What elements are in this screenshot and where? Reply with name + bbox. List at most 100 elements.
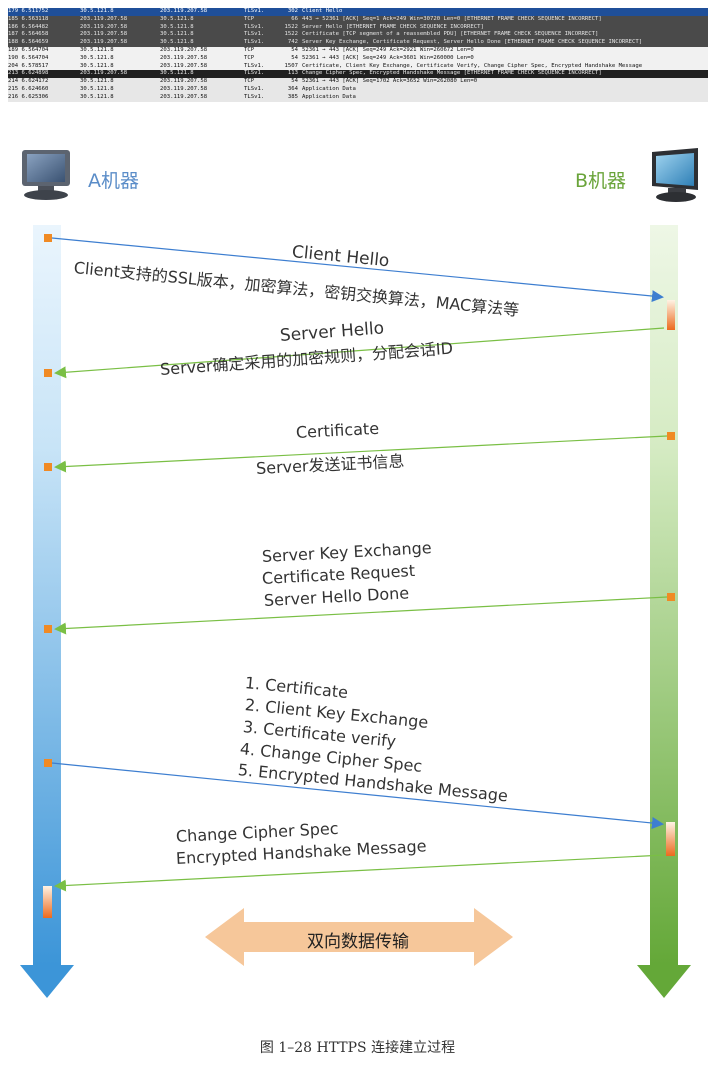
capture-row[interactable]: 214 6.624172 30.5.121.8 203.119.207.58 TCP 5… [8,78,708,86]
capture-cell-src: 203.119.207.58 [80,39,128,46]
capture-cell-proto: TLSv1. [244,70,265,77]
capture-cell-len: 364 [287,85,298,92]
capture-cell-proto: TLSv1. [244,93,265,100]
capture-cell-proto: TCP [244,46,255,53]
capture-cell-dst: 203.119.207.58 [160,62,208,69]
arrow-server-finished [54,854,665,892]
marker [44,234,52,242]
capture-cell-info: Application Data [302,85,356,92]
client-lane [20,225,74,998]
capture-cell-src: 30.5.121.8 [80,78,114,85]
marker [667,432,675,440]
arrow-client-finished [51,762,664,829]
capture-cell-no: 185 6.563118 [8,15,49,22]
marker [667,593,675,601]
capture-cell-info: 443 → 52361 [ACK] Seq=1 Ack=249 Win=3072… [302,15,602,22]
capture-cell-no: 213 6.624898 [8,70,49,77]
capture-cell-len: 113 [287,70,298,77]
bidirectional-transfer-label: 双向数据传输 [307,932,409,952]
machine-a-label: A机器 [88,170,139,192]
capture-row[interactable]: 216 6.625306 30.5.121.8 203.119.207.58 TLSv… [8,93,708,102]
capture-cell-dst: 203.119.207.58 [160,46,208,53]
capture-cell-no: 188 6.564659 [8,39,49,46]
capture-cell-info: Client Hello [302,8,343,14]
computer-b-icon [652,148,698,202]
marker [667,300,675,330]
capture-row[interactable]: 213 6.624898 203.119.207.58 30.5.121.8 TLSv… [8,70,708,79]
capture-cell-len: 54 [291,54,298,61]
capture-cell-proto: TCP [244,15,255,22]
capture-cell-src: 30.5.121.8 [80,85,114,92]
capture-cell-no: 215 6.624660 [8,85,49,92]
capture-cell-no: 204 6.578517 [8,62,49,69]
capture-cell-info: 52361 → 443 [ACK] Seq=1702 Ack=3652 Win=… [302,78,478,85]
capture-row[interactable]: 187 6.564658 203.119.207.58 30.5.121.8 TLSv… [8,31,708,40]
capture-cell-src: 30.5.121.8 [80,54,114,61]
capture-cell-no: 187 6.564658 [8,31,49,38]
capture-cell-no: 186 6.564482 [8,23,49,30]
capture-cell-dst: 30.5.121.8 [160,39,194,46]
capture-cell-info: Server Key Exchange, Certificate Request… [302,39,643,46]
capture-cell-dst: 30.5.121.8 [160,23,194,30]
capture-cell-no: 179 6.511752 [8,8,49,14]
arrow-client-hello [51,237,664,303]
capture-cell-info: Server Hello [ETHERNET FRAME CHECK SEQUE… [302,23,484,30]
figure-caption: 图 1–28 HTTPS 连接建立过程 [259,1040,456,1056]
capture-cell-dst: 203.119.207.58 [160,54,208,61]
capture-cell-len: 54 [291,78,298,85]
capture-cell-proto: TLSv1. [244,85,265,92]
diagram-graphics [20,148,698,998]
capture-cell-dst: 30.5.121.8 [160,31,194,38]
capture-cell-info: 52361 → 443 [ACK] Seq=249 Ack=2921 Win=2… [302,46,474,53]
marker [44,625,52,633]
capture-row[interactable]: 186 6.564482 203.119.207.58 30.5.121.8 TLSv… [8,23,708,32]
capture-cell-dst: 203.119.207.58 [160,93,208,100]
capture-cell-no: 189 6.564704 [8,46,49,53]
capture-cell-dst: 30.5.121.8 [160,70,194,77]
capture-cell-no: 190 6.564704 [8,54,49,61]
capture-cell-proto: TLSv1. [244,39,265,46]
capture-cell-proto: TLSv1. [244,31,265,38]
capture-cell-proto: TLSv1. [244,62,265,69]
machine-b-label: B机器 [575,170,627,192]
capture-cell-info: Change Cipher Spec, Encrypted Handshake … [302,70,602,77]
capture-cell-no: 216 6.625306 [8,93,49,100]
capture-cell-len: 385 [287,93,298,100]
capture-cell-info: Application Data [302,93,356,100]
capture-cell-src: 203.119.207.58 [80,70,128,77]
capture-row[interactable]: 215 6.624660 30.5.121.8 203.119.207.58 TLSv… [8,85,708,94]
marker [44,463,52,471]
arrow-server-hello-done [54,596,668,635]
marker [43,886,52,918]
capture-cell-len: 742 [287,39,298,46]
arrow-certificate [54,435,668,473]
capture-cell-info: 52361 → 443 [ACK] Seq=249 Ack=3601 Win=2… [302,54,474,61]
capture-cell-len: 1522 [284,31,298,38]
capture-cell-no: 214 6.624172 [8,78,49,85]
capture-row[interactable]: 188 6.564659 203.119.207.58 30.5.121.8 TLSv… [8,39,708,47]
arrow-server-hello [54,327,665,379]
server-lane [637,225,691,998]
capture-cell-src: 203.119.207.58 [80,23,128,30]
capture-cell-len: 1522 [284,23,298,30]
marker [666,822,675,856]
capture-cell-proto: TLSv1. [244,23,265,30]
capture-cell-proto: TCP [244,78,255,85]
computer-a-icon [22,150,70,200]
bidirectional-arrow [205,908,513,966]
capture-cell-info: Certificate, Client Key Exchange, Certif… [302,62,643,69]
capture-cell-src: 30.5.121.8 [80,93,114,100]
capture-cell-dst: 30.5.121.8 [160,15,194,22]
capture-cell-dst: 203.119.207.58 [160,85,208,92]
capture-cell-len: 302 [287,8,298,14]
capture-cell-dst: 203.119.207.58 [160,78,208,85]
capture-cell-src: 30.5.121.8 [80,8,114,14]
capture-cell-src: 203.119.207.58 [80,31,128,38]
capture-cell-dst: 203.119.207.58 [160,8,208,14]
